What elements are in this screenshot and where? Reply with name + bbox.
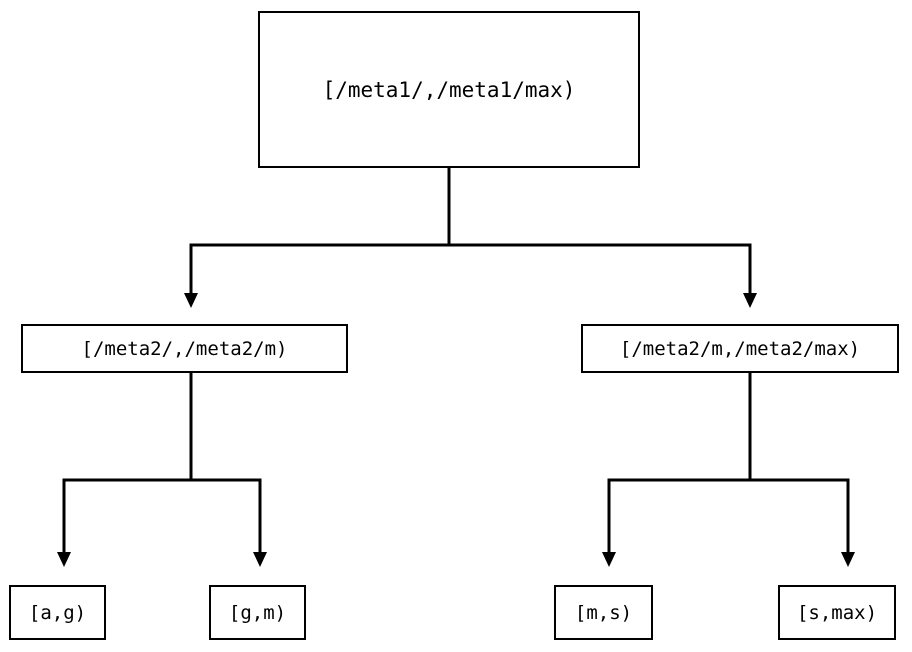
edge-root-to-mid-left [184, 168, 451, 308]
arrowhead-down-icon [841, 552, 855, 567]
node-mid-right[interactable]: [/meta2/m,/meta2/max) [581, 324, 899, 373]
arrowhead-down-icon [184, 293, 198, 308]
edge-mid-right-to-leaf-2 [602, 373, 752, 567]
node-mid-left[interactable]: [/meta2/,/meta2/m) [21, 324, 348, 373]
arrowhead-down-icon [57, 552, 71, 567]
arrowhead-down-icon [253, 552, 267, 567]
node-leaf-2[interactable]: [m,s) [554, 585, 653, 640]
node-leaf-0[interactable]: [a,g) [9, 585, 106, 640]
edge-mid-left-to-leaf-0 [57, 373, 193, 567]
edge-mid-left-to-leaf-1 [191, 478, 267, 567]
arrowhead-down-icon [602, 552, 616, 567]
edge-mid-right-to-leaf-3 [750, 478, 855, 567]
node-leaf-3[interactable]: [s,max) [778, 585, 896, 640]
node-root[interactable]: [/meta1/,/meta1/max) [258, 11, 640, 168]
node-leaf-1[interactable]: [g,m) [209, 585, 306, 640]
edge-root-to-mid-right [449, 243, 757, 308]
arrowhead-down-icon [743, 293, 757, 308]
